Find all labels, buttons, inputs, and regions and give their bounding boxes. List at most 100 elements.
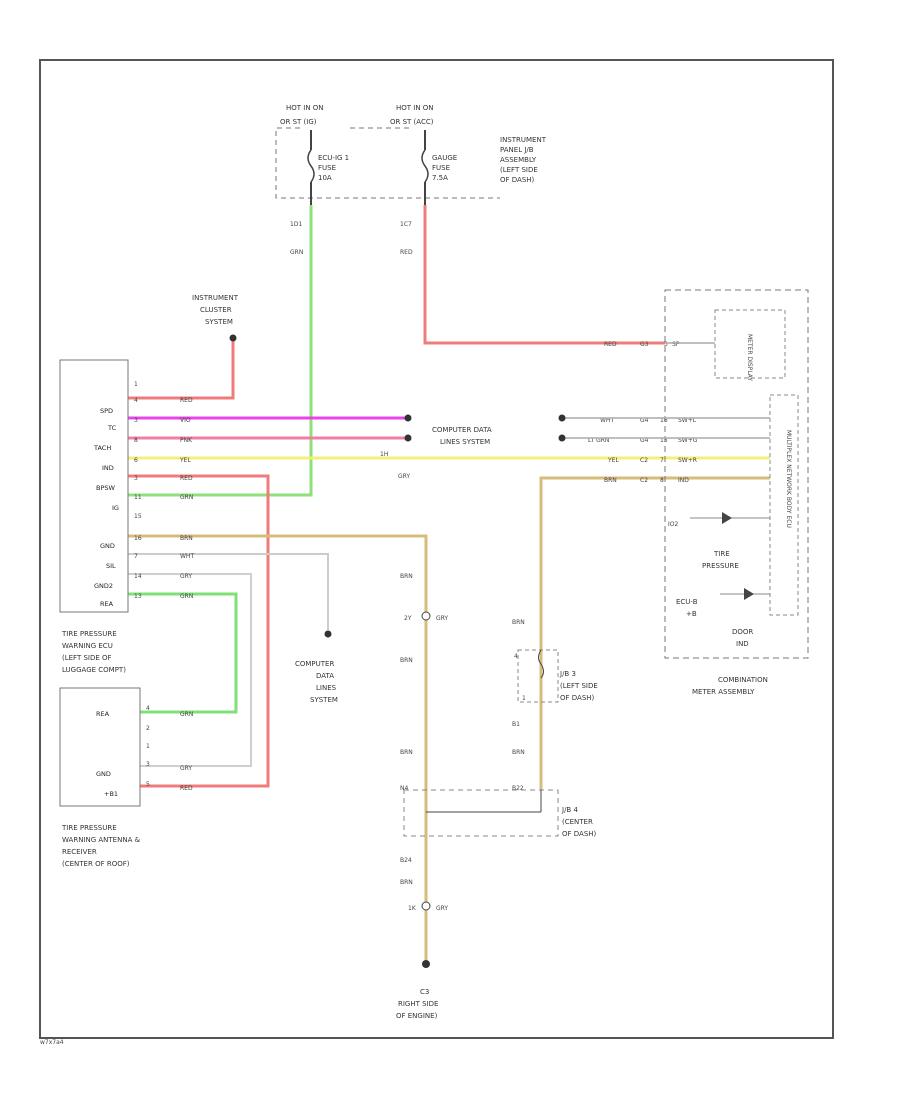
ecu-wire-vio: VIO [180,417,191,424]
wire-brown-gnd [128,534,428,960]
meter-pin-g3: G3 [640,341,649,348]
junction-block-line2: PANEL J/B [500,146,534,154]
data-link-dot-1 [404,414,412,422]
receiver-pin-gnd: GND [96,770,111,778]
ecu-pinnum-7: 11 [134,494,142,501]
cluster-link-line2: CLUSTER [200,306,232,314]
tire-pressure-line1: TIRE [713,550,730,558]
jb4-pin-b24: B24 [400,857,412,864]
ecu-pin-tc: TC [107,424,117,432]
meter-data-dot-2 [558,434,566,442]
meter-pin-labels: RED WHT LT GRN YEL BRN G3 G4 G4 C2 C2 3 … [588,341,698,484]
meter-label-ind: IND [678,477,689,484]
hot-right-line2: OR ST (ACC) [390,118,434,126]
ecu-label-line4: LUGGAGE COMPT) [62,666,126,674]
receiver-label-line1: TIRE PRESSURE [61,824,117,832]
ground-line1: C3 [420,988,429,996]
ecu-pinnum-9: 16 [134,535,142,542]
diagram-code: w7x7a4 [40,1039,64,1046]
ecu-label-line1: TIRE PRESSURE [61,630,117,638]
receiver-label-line3: RECEIVER [62,848,97,856]
power-source-left: HOT IN ON OR ST (IG) [280,104,324,126]
jb3-fuse [538,649,544,679]
ecu-wire-color-labels: RED VIO PNK YEL RED GRN BRN WHT GRY GRN [179,397,194,600]
tire-pressure-lamp-icon [722,512,732,524]
ground-dot [422,960,430,968]
ecu-wire-yel: YEL [179,457,191,464]
ecu-pinnum-8: 15 [134,513,142,520]
ecu-pinnum-6: 3 [134,475,138,482]
jb4-line3: OF DASH) [562,830,597,838]
meter-wire-yel: YEL [607,457,619,464]
hot-right-line1: HOT IN ON [396,104,434,112]
brn-label-1: BRN [400,573,413,580]
junction-2y-label: 2Y [404,615,412,622]
junction-block-line4: (LEFT SIDE [500,166,538,174]
ecu-wire-red-2: RED [180,475,193,482]
diagram-border [39,59,834,1039]
ecu-b-line1: ECU-B [676,598,698,606]
ecu-b-line2: +B [686,610,697,618]
ecu-wire-brn: BRN [180,535,193,542]
brn-label-5: BRN [512,749,525,756]
meter-outline [664,289,809,659]
ecu-pin-tach: TACH [93,444,111,452]
meter-data-dot-1 [558,414,566,422]
meter-display-label: METER DISPLAY [746,334,753,381]
yel-tag: 1H [380,451,388,458]
ecu-pinnum-10: 7 [134,553,138,560]
meter-wire-red: RED [604,341,617,348]
ground-line3: OF ENGINE) [396,1012,438,1020]
junction-1k [421,901,431,911]
wire-grn-label-top: GRN [290,249,303,256]
ecu-label-line3: (LEFT SIDE OF [62,654,112,662]
receiver-pinnum-3: 1 [146,743,150,750]
wire-gray-gnd2 [128,573,252,767]
meter-pin-c2-b: C2 [640,477,648,484]
brn-label-6: BRN [400,879,413,886]
wire-red-label-top: RED [400,249,413,256]
door-ind-line1: DOOR [732,628,753,636]
tire-pressure-ecu-box [59,359,129,613]
jb4-line2: (CENTER [562,818,593,826]
ecu-wire-wht: WHT [180,553,194,560]
receiver-pinnum-5: 5 [146,781,150,788]
jb4-line1: J/B 4 [561,806,578,814]
receiver-wire-grn: GRN [180,711,193,718]
ecu-wire-red-1: RED [180,397,193,404]
jb4-pin-n4: N4 [400,785,408,792]
meter-display [714,309,786,379]
meter-label-line1: COMBINATION [718,676,768,684]
data-link-mid-line1: COMPUTER DATA [432,426,492,434]
cluster-link-dot [229,334,237,342]
wire-red-bpsw [128,474,270,788]
meter-label-line2: METER ASSEMBLY [692,688,755,696]
jb3-line3: OF DASH) [560,694,595,702]
receiver-wire-gry: GRY [180,765,192,772]
ecu-wire-grn: GRN [180,494,193,501]
wire-white-sil [128,553,329,630]
meter-label-swl: SW+L [678,417,697,424]
receiver-label-line4: (CENTER OF ROOF) [62,860,130,868]
meter-code-a: 3 [664,341,668,348]
wire-red-cluster [128,340,235,400]
ecu-pin-labels: SPD TC TACH IND BPSW IG GND SIL GND2 REA [93,407,119,608]
meter-pin-g4-b: G4 [640,437,649,444]
ecu-wire-grn-2: GRN [180,593,193,600]
brn-label-3: BRN [400,749,413,756]
door-lamp-icon [744,588,754,600]
receiver-label-line2: WARNING ANTENNA & [62,836,141,844]
ecu-pinnum-2: 4 [134,397,138,404]
junction-1k-wire: GRY [436,905,448,912]
data-link-bottom-line1: COMPUTER [295,660,334,668]
data-link-dot-2 [404,434,412,442]
ecu-pin-spd: SPD [100,407,113,415]
ecu-pinnum-1: 1 [134,381,138,388]
meter-tag-iq: IO2 [668,521,678,528]
fuse-right-line3: 7.5A [432,174,448,182]
meter-wire-brn: BRN [604,477,617,484]
data-link-mid-line2: LINES SYSTEM [440,438,490,446]
junction-1k-label: 1K [408,905,417,912]
yel-gry-label: GRY [398,473,410,480]
